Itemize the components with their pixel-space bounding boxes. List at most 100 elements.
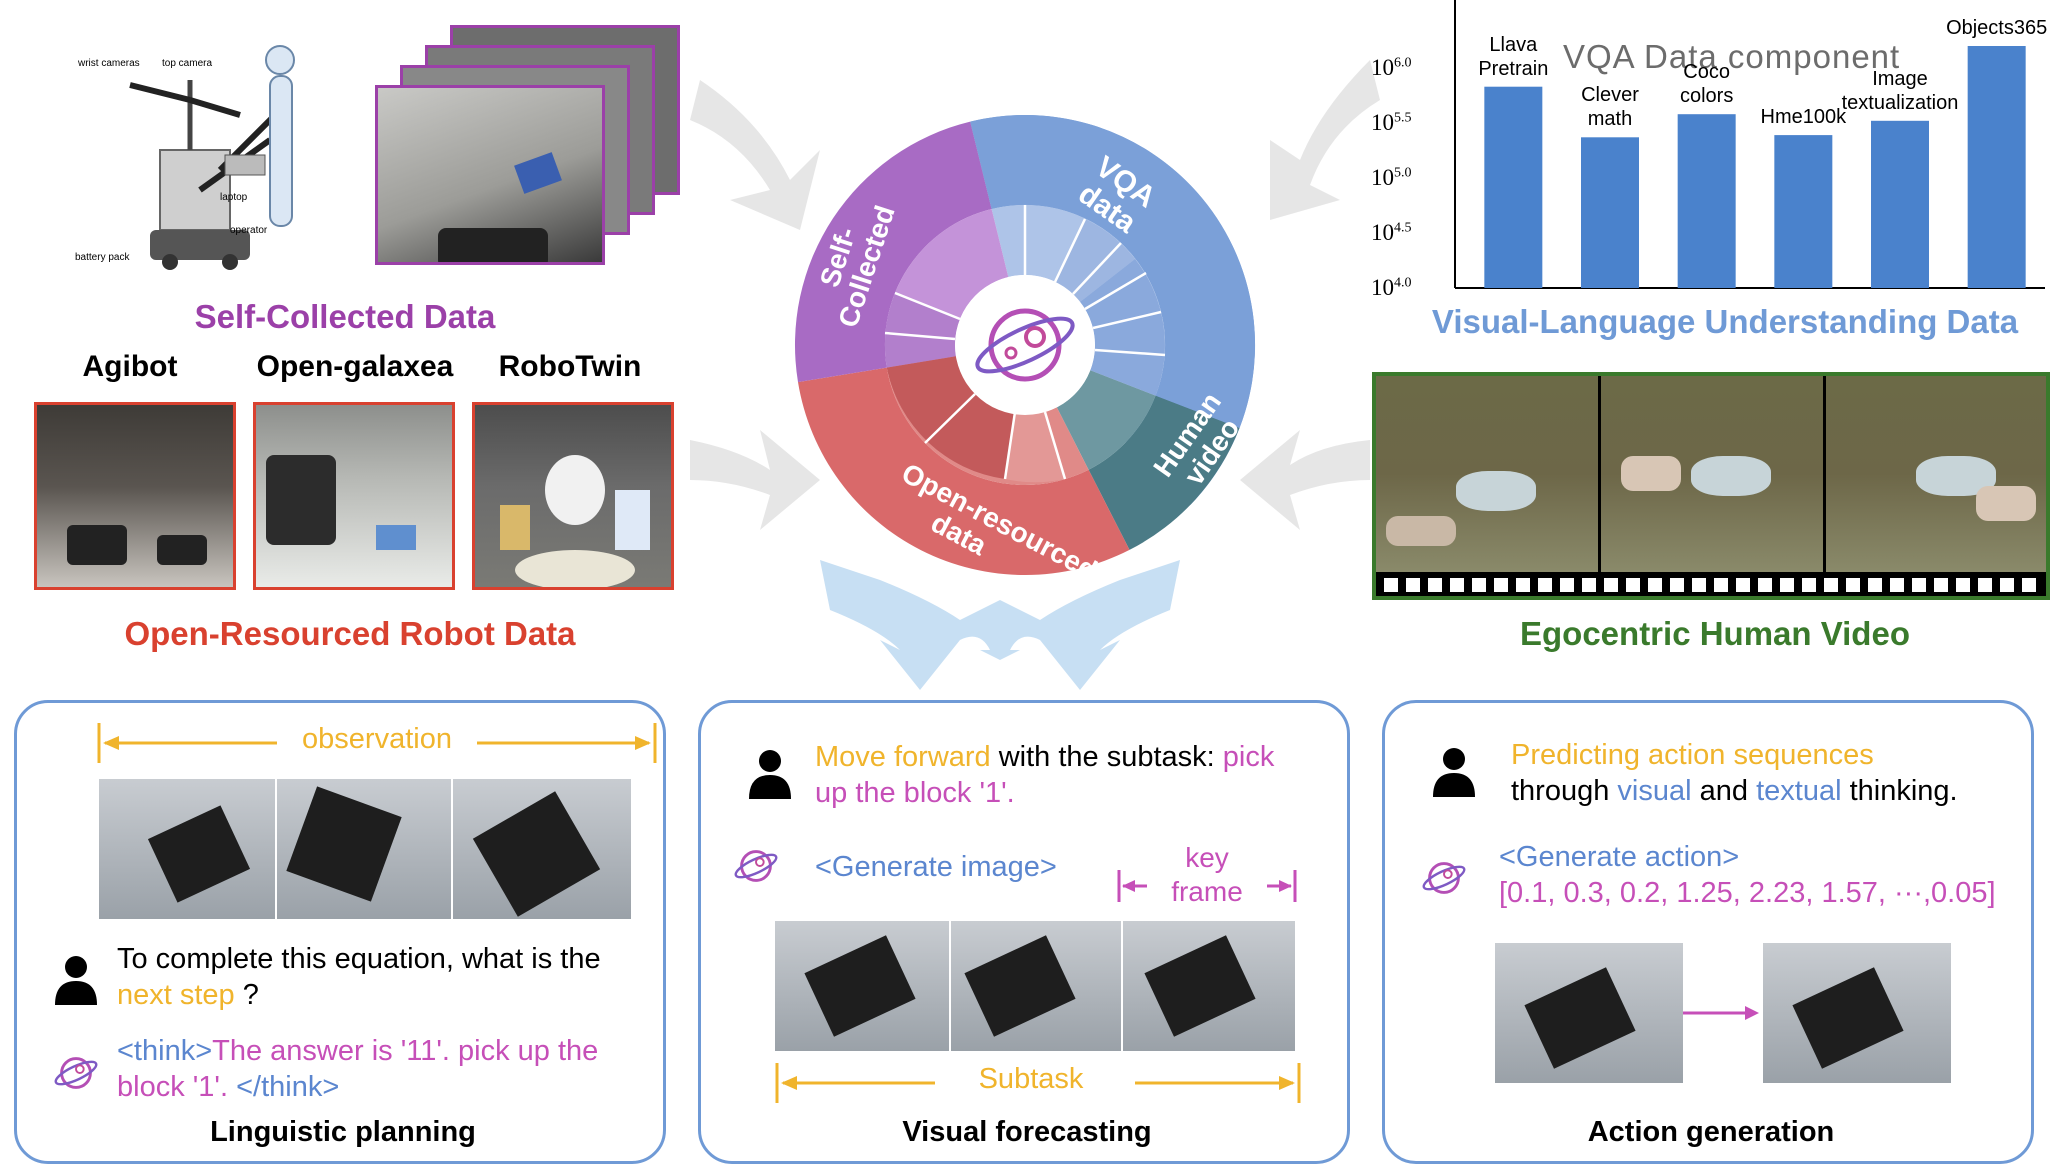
bar-label-3: Hme100k [1760,106,1847,129]
film-sprocket [1824,578,1838,592]
arrow-vqa [1270,60,1380,220]
film-sprocket [2022,578,2036,592]
film-sprocket [1692,578,1706,592]
generate-action-text: <Generate action> [0.1, 0.3, 0.2, 1.25, … [1499,841,1996,909]
robot-label-operator: operator [230,225,268,236]
think-text: <think>The answer is '11'. pick up the b… [117,1035,599,1103]
robot-label-wrist-cameras: wrist cameras [78,58,140,69]
y-tick-5.0: 105.0 [1371,165,1412,190]
robot-label-top-camera: top camera [162,58,213,69]
film-sprocket [1758,578,1772,592]
action-frame-after [1763,943,1951,1083]
film-sprocket [1428,578,1442,592]
forecast-frames [775,921,1295,1051]
film-sprocket [1384,578,1398,592]
film-sprocket [1560,578,1574,592]
arrow-self-collected [690,80,820,230]
film-sprocket [1582,578,1596,592]
film-sprocket [1450,578,1464,592]
wheel-vqa [970,114,1256,428]
generate-image-tag: <Generate image> [815,851,1057,883]
arrow-output [820,560,1180,690]
subtask-prompt: Move forward with the subtask: pick up t… [815,741,1275,809]
vqa-chart: VQA Data component 106.0 105.5 105.0 104… [1365,0,2055,300]
film-sprocket [1538,578,1552,592]
film-sprocket [2000,578,2014,592]
dataset-label-open-galaxea: Open-galaxea [256,350,454,383]
user-icon [747,749,793,804]
panel-visual-forecasting: Move forward with the subtask: pick up t… [698,700,1350,1164]
film-sprocket [1648,578,1662,592]
observation-label: observation [302,723,452,755]
robot-label-laptop: laptop [220,192,248,203]
film-sprocket [1406,578,1420,592]
wheel-open-resourced [798,367,1130,576]
y-tick-4.5: 104.5 [1371,220,1412,245]
model-logo-icon [1419,853,1469,908]
bar-2 [1677,114,1736,288]
film-sprocket [1978,578,1992,592]
bar-label-5: Objects365 [1946,17,2048,39]
film-sprocket [1802,578,1816,592]
egocentric-filmstrip [1372,372,2050,600]
film-sprocket [1604,578,1618,592]
bar-4 [1871,120,1929,288]
chart-title: VQA Data component [1563,38,1901,75]
film-sprocket [1868,578,1882,592]
y-tick-4.0: 104.0 [1371,275,1412,300]
model-logo-icon [51,1048,101,1103]
bar-3 [1774,135,1833,288]
y-tick-6.0: 106.0 [1371,55,1412,80]
film-sprocket [1494,578,1508,592]
open-galaxea-image [253,402,455,590]
film-sprocket [1780,578,1794,592]
open-resourced-title: Open-Resourced Robot Data [124,615,576,652]
film-sprocket [1516,578,1530,592]
arrow-open-resourced [690,430,820,530]
panel-linguistic-planning: observation To complete this equation, w… [14,700,666,1164]
subtask-label: Subtask [978,1063,1084,1095]
film-sprocket [1626,578,1640,592]
self-collected-frames [375,25,685,275]
film-sprocket [1714,578,1728,592]
egocentric-title: Egocentric Human Video [1520,615,1910,652]
panel-title-action: Action generation [1587,1116,1835,1148]
dataset-label-robotwin: RoboTwin [498,350,642,383]
action-frame-before [1495,943,1683,1083]
question-text: To complete this equation, what is the n… [117,943,601,1011]
observation-frames [99,779,631,919]
film-sprocket [1736,578,1750,592]
user-icon [1431,747,1477,802]
arrow-human-video [1240,430,1370,530]
film-sprocket [1846,578,1860,592]
panel-title-linguistic: Linguistic planning [210,1116,476,1148]
y-tick-5.5: 105.5 [1371,110,1412,135]
bar-1 [1581,137,1639,288]
agibot-image [34,402,236,590]
self-collected-title: Self-Collected Data [194,298,496,335]
film-sprocket [1670,578,1684,592]
planet-logo-icon [975,308,1075,382]
vlu-title: Visual-Language Understanding Data [1431,303,2019,340]
robot-label-battery-pack: battery pack [75,252,130,263]
action-prompt: Predicting action sequences through visu… [1511,739,1958,807]
robot-schematic: wrist cameras top camera laptop operator… [70,40,370,280]
panel-action-generation: Predicting action sequences through visu… [1382,700,2034,1164]
bar-5 [1967,46,2026,288]
film-sprocket [1912,578,1926,592]
film-sprocket [1956,578,1970,592]
wheel-self-collected [794,121,992,383]
model-logo-icon [731,841,781,896]
panel-title-visual: Visual forecasting [902,1116,1152,1148]
data-composition-wheel: VQAdata Humanvideo Open-resourceddata Se… [794,114,1256,586]
bar-0 [1484,86,1543,288]
film-sprocket [1890,578,1904,592]
film-sprocket [1472,578,1486,592]
user-icon [53,955,99,1010]
